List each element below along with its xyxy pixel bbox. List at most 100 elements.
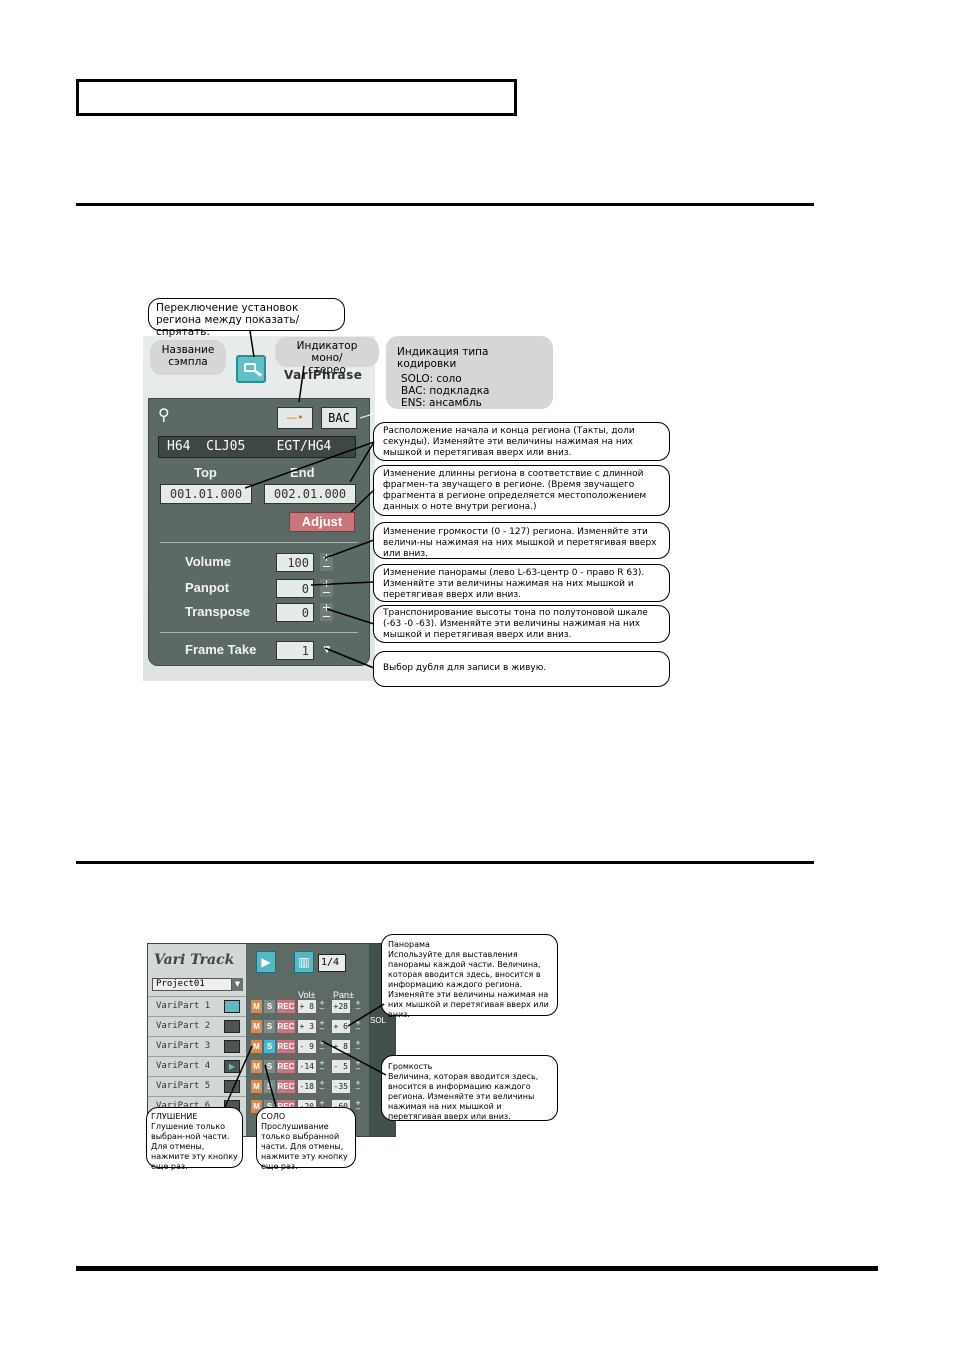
solo-button[interactable]: S <box>264 1060 275 1073</box>
pan-header: Pan± <box>333 990 354 1000</box>
vol-callout-text: Величина, которая вводится здесь, вносит… <box>388 1072 539 1121</box>
rec-button[interactable]: REC <box>277 1080 295 1093</box>
pan-value[interactable]: +28 <box>332 1000 350 1013</box>
callout-adjust: Изменение длинны региона в соответствие … <box>373 465 670 516</box>
callout-transpose: Транспонирование высоты тона по полутоно… <box>373 605 670 643</box>
transpose-label: Transpose <box>185 604 251 619</box>
part-icon <box>224 1080 240 1093</box>
encoding-title: Индикация типа кодировки <box>397 346 489 370</box>
mute-button[interactable]: M <box>251 1100 262 1113</box>
vol-value[interactable]: - 9 <box>298 1040 316 1053</box>
encoding-solo: SOLO: соло <box>401 373 462 385</box>
panpot-plus-minus[interactable]: +− <box>320 577 333 599</box>
varitrack-title: Vari Track <box>154 952 235 968</box>
panpot-field[interactable]: 0 <box>276 579 314 598</box>
mute-button[interactable]: M <box>251 1000 262 1013</box>
mute-callout-text: Глушение только выбран-ной части. Для от… <box>151 1122 238 1171</box>
vol-plus-minus[interactable]: +− <box>319 1039 325 1053</box>
part-icon <box>224 1000 240 1013</box>
divider <box>160 542 358 543</box>
rec-button[interactable]: REC <box>277 1020 295 1033</box>
solo-tag: SOL <box>370 1016 387 1025</box>
callout-volume: Изменение громкости (0 - 127) региона. И… <box>373 522 670 559</box>
callout-region-toggle: Переключение установок региона между пок… <box>148 298 345 338</box>
mute-button[interactable]: M <box>251 1020 262 1033</box>
pan-plus-minus[interactable]: +− <box>355 999 361 1013</box>
pan-callout-text: Используйте для выставления панорамы каж… <box>388 950 549 1019</box>
section-rule-1 <box>76 203 814 206</box>
vol-value[interactable]: + 3 <box>298 1020 316 1033</box>
solo-callout-title: СОЛО <box>261 1112 286 1121</box>
chevron-down-icon[interactable]: ▼ <box>232 978 243 991</box>
part-icon <box>224 1040 240 1053</box>
mute-button[interactable]: M <box>251 1060 262 1073</box>
volume-field[interactable]: 100 <box>276 553 314 572</box>
header-box <box>76 79 517 116</box>
project-select[interactable]: Project01 <box>152 978 232 991</box>
mono-stereo-indicator: —• <box>277 407 313 429</box>
pan-value[interactable]: + 8 <box>332 1040 350 1053</box>
pan-plus-minus[interactable]: +− <box>355 1039 361 1053</box>
forward-button[interactable]: ▶ <box>256 951 276 973</box>
pan-plus-minus[interactable]: +− <box>355 1059 361 1073</box>
encoding-ens: ENS: ансамбль <box>401 397 482 409</box>
section-rule-2 <box>76 861 814 864</box>
pan-plus-minus[interactable]: +− <box>355 1099 361 1113</box>
callout-encoding: Индикация типа кодировки SOLO: соло BAC:… <box>386 336 553 409</box>
end-label: End <box>290 465 315 480</box>
adjust-button[interactable]: Adjust <box>289 512 355 532</box>
frametake-field[interactable]: 1 <box>276 641 314 660</box>
play-icon: ▶ <box>224 1060 240 1073</box>
pan-value[interactable]: -35 <box>332 1080 350 1093</box>
vol-value[interactable]: + 8 <box>298 1000 316 1013</box>
solo-button[interactable]: S <box>264 1040 275 1053</box>
pan-plus-minus[interactable]: +− <box>355 1019 361 1033</box>
grid-button[interactable]: ▥ <box>294 951 314 973</box>
solo-button[interactable]: S <box>264 1080 275 1093</box>
callout-sample-name: Название сэмпла <box>150 340 226 375</box>
solo-button[interactable]: S <box>264 1000 275 1013</box>
top-field[interactable]: 001.01.000 <box>160 484 252 504</box>
rec-button[interactable]: REC <box>277 1040 295 1053</box>
vol-header: Vol± <box>298 990 316 1000</box>
transpose-field[interactable]: 0 <box>276 603 314 622</box>
vol-value[interactable]: -14 <box>298 1060 316 1073</box>
quantize-field[interactable]: 1/4 <box>318 954 346 972</box>
pan-value[interactable]: - 5 <box>332 1060 350 1073</box>
callout-volume-track: Громкость Величина, которая вводится зде… <box>381 1055 558 1121</box>
pan-plus-minus[interactable]: +− <box>355 1079 361 1093</box>
region-toggle-button[interactable] <box>236 355 266 383</box>
callout-mute: ГЛУШЕНИЕ Глушение только выбран-ной част… <box>146 1107 243 1171</box>
end-field[interactable]: 002.01.000 <box>264 484 356 504</box>
vol-plus-minus[interactable]: +− <box>319 1019 325 1033</box>
rec-button[interactable]: REC <box>277 1060 295 1073</box>
volume-label: Volume <box>185 554 231 569</box>
divider <box>160 632 358 633</box>
tuner-icon: ⚲ <box>158 405 170 424</box>
vol-plus-minus[interactable]: +− <box>319 1059 325 1073</box>
encoding-bac: BAC: подкладка <box>401 385 490 397</box>
mute-button[interactable]: M <box>251 1040 262 1053</box>
rec-button[interactable]: REC <box>277 1000 295 1013</box>
part-row[interactable]: VariPart 5 <box>148 1076 246 1096</box>
transpose-plus-minus[interactable]: +− <box>320 601 333 623</box>
chevron-down-icon[interactable]: ▼ <box>323 645 331 655</box>
callout-region-position: Расположение начала и конца региона (Так… <box>373 422 670 461</box>
footer-rule <box>76 1266 878 1271</box>
callout-solo: СОЛО Прослушивание только выбранной част… <box>256 1107 356 1171</box>
vol-value[interactable]: -18 <box>298 1080 316 1093</box>
part-row[interactable]: VariPart 2 <box>148 1016 246 1036</box>
part-icon <box>224 1020 240 1033</box>
part-row[interactable]: VariPart 3 <box>148 1036 246 1056</box>
part-row[interactable]: VariPart 1 <box>148 996 246 1016</box>
vol-plus-minus[interactable]: +− <box>319 1079 325 1093</box>
volume-plus-minus[interactable]: +− <box>320 551 333 573</box>
mute-button[interactable]: M <box>251 1080 262 1093</box>
part-row[interactable]: VariPart 4▶ <box>148 1056 246 1076</box>
pan-value[interactable]: + 6 <box>332 1020 350 1033</box>
solo-button[interactable]: S <box>264 1020 275 1033</box>
mute-callout-title: ГЛУШЕНИЕ <box>151 1112 198 1121</box>
vol-plus-minus[interactable]: +− <box>319 999 325 1013</box>
sample-name-display: H64 CLJ05 EGT/HG4 <box>158 436 356 458</box>
callout-pan: Панорама Используйте для выставления пан… <box>381 934 558 1019</box>
